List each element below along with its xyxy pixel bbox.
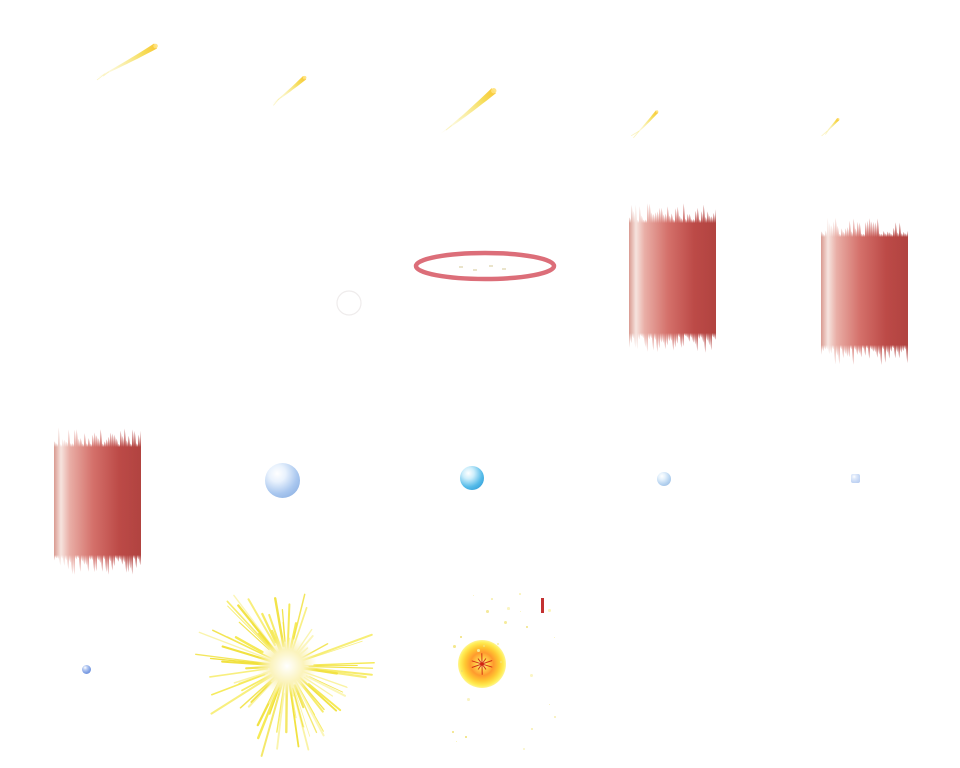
spark-speck-icon <box>531 728 534 731</box>
ring-inner-dash-icon <box>502 268 506 270</box>
comet-streak-icon <box>630 110 659 139</box>
spark-speck-icon <box>453 645 456 648</box>
ring-inner-dash-icon <box>459 266 463 268</box>
spark-speck-icon <box>461 670 464 673</box>
red-dash-icon <box>541 598 544 613</box>
spark-speck-icon <box>526 626 528 628</box>
red-cylinder-sprite <box>629 203 716 353</box>
spark-speck-icon <box>465 736 468 739</box>
comet-streak-icon <box>821 117 840 137</box>
comet-streak-icon <box>271 75 307 106</box>
spark-speck-icon <box>554 716 557 719</box>
spark-speck-icon <box>500 661 502 663</box>
comet-streak-icon <box>95 43 158 81</box>
spark-speck-icon <box>530 674 533 677</box>
faint-circle-icon <box>336 290 362 316</box>
red-cylinder-sprite <box>821 217 908 365</box>
bubble-sprite <box>81 664 91 674</box>
ring-inner-dash-icon <box>489 265 493 267</box>
spark-speck-icon <box>523 748 526 751</box>
spark-speck-icon <box>549 704 551 706</box>
spark-speck-icon <box>507 607 510 610</box>
spark-speck-icon <box>467 698 470 701</box>
bubble-sprite <box>657 472 671 486</box>
bubble-sprite <box>850 473 860 483</box>
spark-speck-icon <box>504 621 507 624</box>
spark-speck-icon <box>456 741 458 743</box>
comet-streak-icon <box>439 88 497 135</box>
spark-speck-icon <box>554 637 556 639</box>
spark-speck-icon <box>483 645 486 648</box>
ellipse-ring-sprite <box>413 250 557 282</box>
starburst-sprite <box>195 593 375 757</box>
bubble-sprite <box>264 462 300 498</box>
spark-speck-icon <box>486 610 489 613</box>
red-cylinder-sprite <box>54 427 141 575</box>
ring-inner-dash-icon <box>473 269 477 271</box>
spark-speck-icon <box>477 649 480 652</box>
spark-speck-icon <box>460 636 462 638</box>
bubble-sprite <box>460 466 484 490</box>
explosion-star-core-icon <box>471 653 493 675</box>
spark-speck-icon <box>491 598 493 600</box>
spark-speck-icon <box>519 593 521 595</box>
spark-speck-icon <box>520 611 522 613</box>
spark-speck-icon <box>473 595 475 597</box>
spark-speck-icon <box>548 609 551 612</box>
spark-speck-icon <box>497 643 500 646</box>
spark-speck-icon <box>452 731 455 734</box>
